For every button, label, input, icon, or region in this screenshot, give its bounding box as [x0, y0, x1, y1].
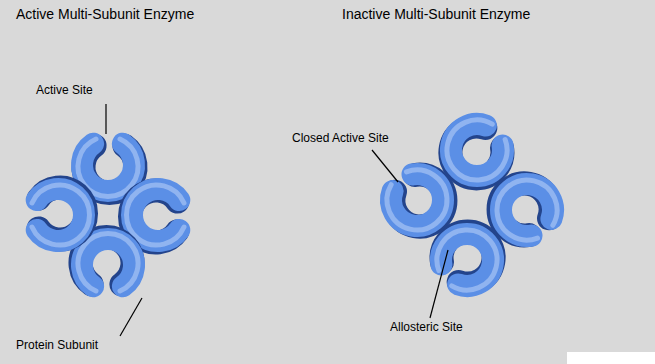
part-label: Protein Subunit: [16, 339, 98, 353]
inactive-enzyme: [376, 109, 568, 301]
leader-lines: [106, 104, 448, 336]
part-label: Allosteric Site: [390, 321, 463, 335]
panel-heading: Active Multi-Subunit Enzyme: [16, 6, 194, 22]
part-label: Active Site: [36, 84, 93, 98]
active-enzyme: [32, 139, 184, 291]
part-label: Closed Active Site: [292, 132, 389, 146]
corner-patch: [567, 352, 655, 364]
panel-heading: Inactive Multi-Subunit Enzyme: [342, 6, 530, 22]
